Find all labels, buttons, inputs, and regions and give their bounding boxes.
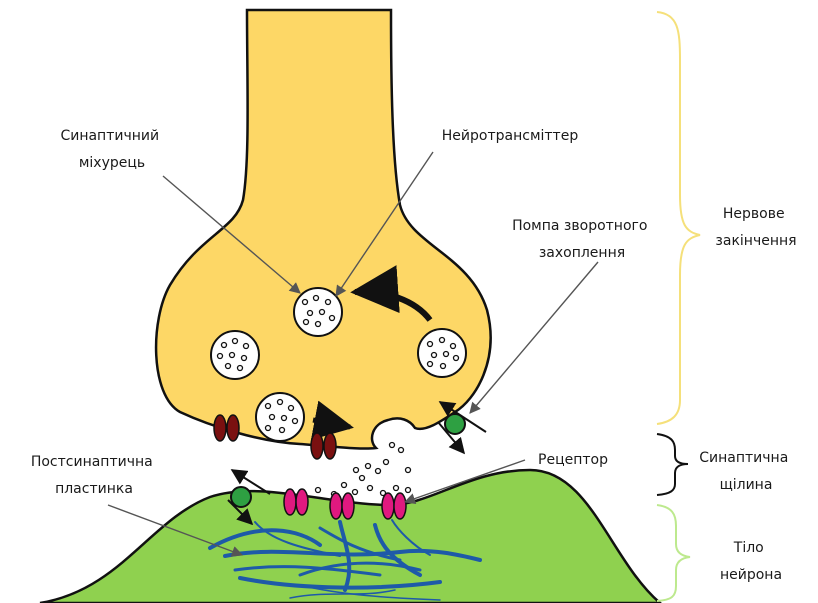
label-axon-terminal: Нервове закінчення <box>715 206 796 249</box>
label-synaptic-vesicle: Синаптичний міхурець <box>60 128 163 171</box>
vesicle <box>256 393 304 441</box>
vesicle <box>294 288 342 336</box>
brace-terminal <box>657 12 700 424</box>
brace-body <box>657 505 690 601</box>
label-synaptic-cleft: Синаптична щілина <box>699 450 792 493</box>
label-reuptake-pump: Помпа зворотного захоплення <box>512 218 652 261</box>
label-postsynaptic-density: Постсинаптична пластинка <box>31 454 157 497</box>
vesicle <box>418 329 466 377</box>
brace-cleft <box>657 434 688 495</box>
label-receptor: Рецептор <box>538 452 608 468</box>
vesicle <box>211 331 259 379</box>
neuron-body-shape <box>40 470 660 603</box>
axon-terminal-shape <box>156 10 491 449</box>
label-neuron-body: Тіло нейрона <box>720 540 782 583</box>
label-neurotransmitter: Нейротрансміттер <box>442 128 579 144</box>
